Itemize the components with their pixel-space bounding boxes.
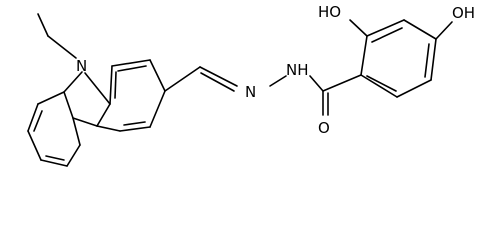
hydroxyl-para-label: OH bbox=[452, 4, 475, 22]
atom-labels: N N NH O HO OH bbox=[76, 3, 475, 137]
imine-nitrogen-label: N bbox=[245, 83, 256, 101]
bond-lines bbox=[27, 13, 453, 167]
hydroxyl-ortho-label: HO bbox=[318, 3, 341, 21]
amide-nh-label: NH bbox=[286, 61, 309, 79]
ring-nitrogen-label: N bbox=[76, 57, 87, 75]
carbonyl-oxygen-label: O bbox=[318, 119, 330, 137]
chemical-structure-diagram: N N NH O HO OH bbox=[27, 3, 475, 167]
